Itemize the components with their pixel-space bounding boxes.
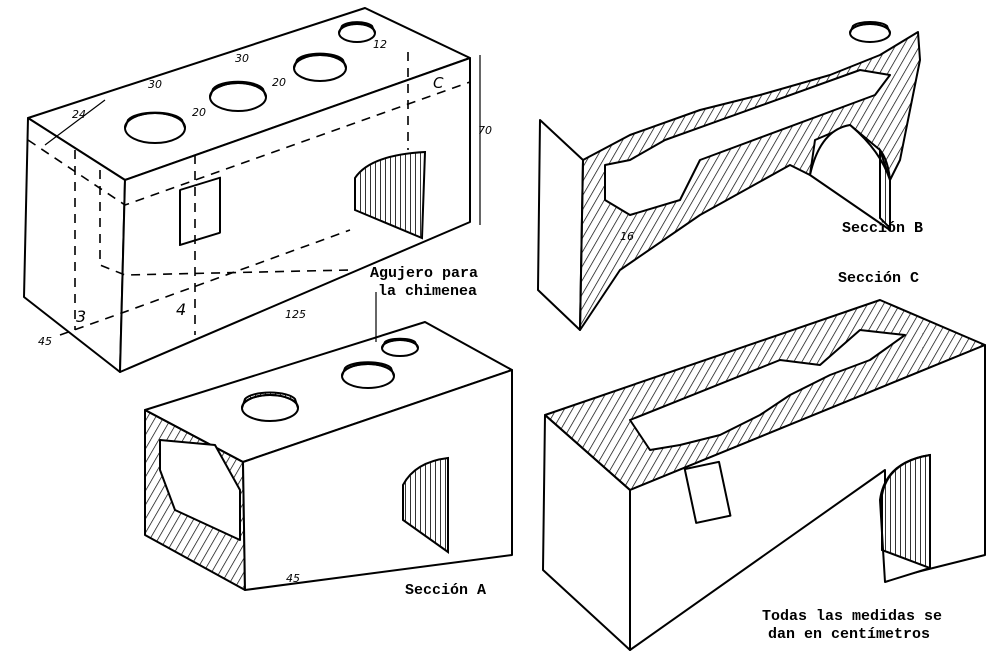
section-b-left-face: [537, 119, 584, 331]
section-b-flue-channel: [604, 69, 891, 216]
section-a-combustion-chamber: [159, 439, 241, 541]
section-marker-4: 4: [176, 300, 186, 319]
chimney-hole-label-line2: la chimenea: [378, 283, 478, 300]
dim-30a: 30: [148, 78, 162, 91]
dim-20b: 20: [192, 106, 206, 119]
section-b-block: 16: [537, 20, 921, 331]
section-c-door-opening: [683, 460, 732, 524]
door-opening: [179, 176, 221, 247]
section-marker-c: C: [433, 74, 444, 92]
dim-30b: 30: [235, 52, 249, 65]
section-c-flue-channel: [629, 329, 906, 451]
section-b-label: Sección B: [842, 220, 924, 237]
section-a-arch: [402, 456, 449, 554]
main-block-front-face: [119, 57, 471, 373]
dim-45: 45: [38, 335, 52, 348]
section-c-block: [542, 299, 986, 651]
main-block-arch: [354, 150, 427, 240]
units-note-line2: dan en centímetros: [768, 626, 931, 643]
section-c-label: Sección C: [838, 270, 920, 287]
section-b-dim-16: 16: [620, 230, 634, 243]
chimney-hole-label-line1: Agujero para: [370, 265, 479, 282]
units-note-line1: Todas las medidas se: [762, 608, 943, 625]
dim-24: 24: [72, 108, 86, 121]
dim-125: 125: [285, 308, 306, 321]
dim-12: 12: [373, 38, 387, 51]
section-a-block: 45: [144, 292, 513, 591]
main-block: 24 30 30 20 20 70 125 45 12 3 4 C: [23, 7, 492, 373]
section-marker-3: 3: [76, 307, 86, 326]
dim-20a: 20: [272, 76, 286, 89]
section-a-label: Sección A: [405, 582, 487, 599]
dim-70: 70: [478, 124, 492, 137]
section-a-dim-45: 45: [286, 572, 300, 585]
